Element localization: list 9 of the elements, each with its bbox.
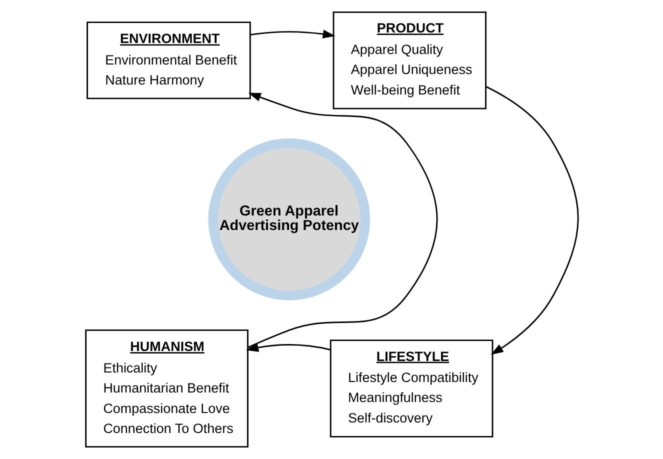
node-box: ENVIRONMENT Environmental Benefit Nature Harmony [86,22,250,100]
arrow [245,343,330,352]
node-box: LIFESTYLE Lifestyle Compatibility Meaningfulness Self-discovery [329,340,493,438]
arrow [250,30,335,38]
node-circle: Green Apparel Advertising Potency [208,138,370,300]
arrow [247,92,438,348]
arrow [485,86,578,355]
node-box: HUMANISM Ethicality Humanitarian Benefit Compassionate Love Connection To Others [84,329,248,448]
node-box: PRODUCT Apparel Quality Apparel Uniqueness Well-being Benefit [332,11,486,110]
